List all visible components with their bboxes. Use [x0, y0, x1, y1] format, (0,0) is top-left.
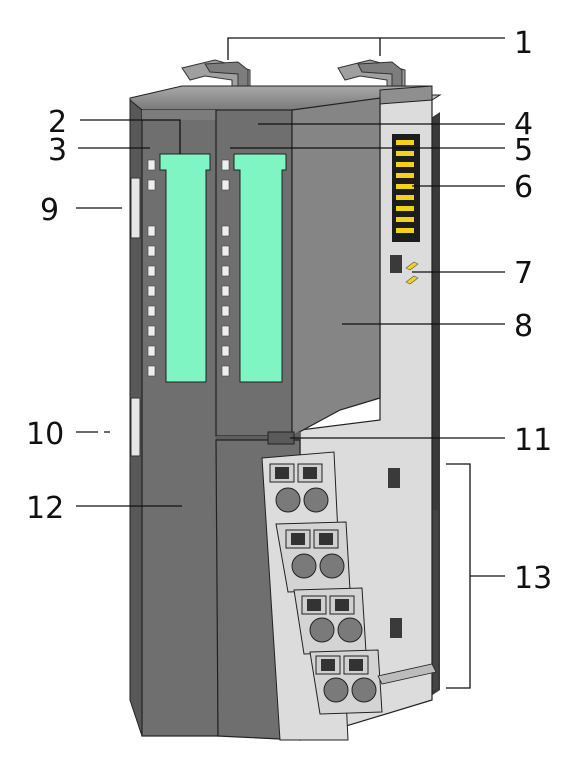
callout-9: 9 — [40, 193, 59, 228]
callout-4: 4 — [514, 107, 533, 142]
leader-2 — [80, 119, 181, 154]
leader-lines — [76, 37, 505, 689]
callout-labels: 1 2 3 4 5 6 7 8 9 10 11 12 13 — [26, 26, 552, 596]
terminal-row-4 — [309, 649, 383, 715]
power-contacts — [405, 261, 419, 285]
callout-7: 7 — [514, 256, 533, 291]
terminal-block — [261, 451, 437, 741]
terminal-row-1 — [269, 463, 329, 513]
callout-3: 3 — [48, 133, 67, 168]
callout-10: 10 — [26, 417, 64, 452]
callout-1: 1 — [514, 26, 533, 61]
terminal-row-2 — [275, 521, 351, 593]
label-strip-left — [159, 153, 211, 383]
slot-lower — [390, 618, 402, 638]
terminal-row-3 — [293, 587, 367, 655]
backplane-contacts — [392, 134, 420, 242]
callout-12: 12 — [26, 491, 64, 526]
side-tab-upper — [130, 177, 141, 239]
side-tab-lower — [130, 397, 141, 457]
leader-1 — [227, 37, 381, 60]
callout-6: 6 — [514, 170, 533, 205]
leader-13-bracket — [446, 463, 471, 689]
leds-right — [221, 159, 230, 377]
slot-mid — [388, 468, 400, 488]
slot-upper — [390, 255, 402, 273]
label-strip-right — [233, 153, 287, 383]
callout-5: 5 — [514, 133, 533, 168]
leds-left — [147, 159, 156, 377]
callout-2: 2 — [48, 105, 67, 140]
callout-11: 11 — [514, 423, 552, 458]
callout-8: 8 — [514, 309, 533, 344]
callout-13: 13 — [514, 561, 552, 596]
